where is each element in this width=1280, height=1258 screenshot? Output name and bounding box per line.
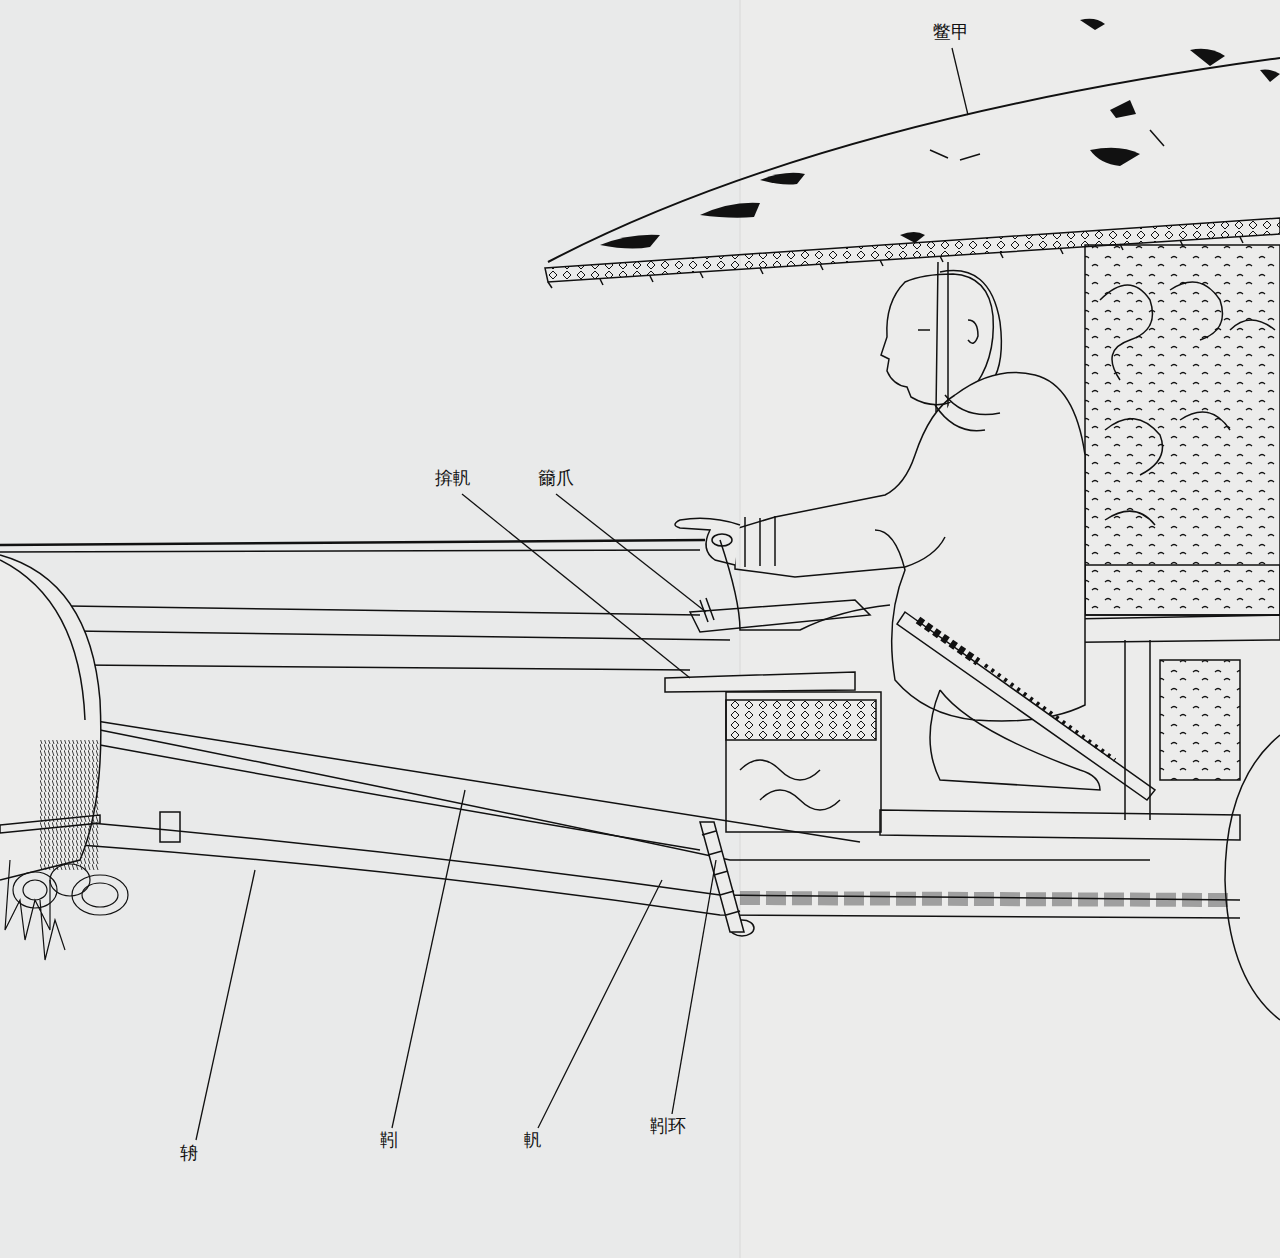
- part-label: 揜軓: [433, 468, 473, 490]
- part-label: 鳖甲: [931, 22, 971, 44]
- part-label: 籋爪: [536, 468, 576, 490]
- part-label: 軓: [522, 1130, 544, 1152]
- chariot-drawing: [0, 19, 1280, 1020]
- part-label: 靷环: [648, 1116, 688, 1138]
- leader-lines: [196, 48, 968, 1140]
- part-label: 靷: [378, 1130, 400, 1152]
- part-label: 辀: [178, 1143, 200, 1165]
